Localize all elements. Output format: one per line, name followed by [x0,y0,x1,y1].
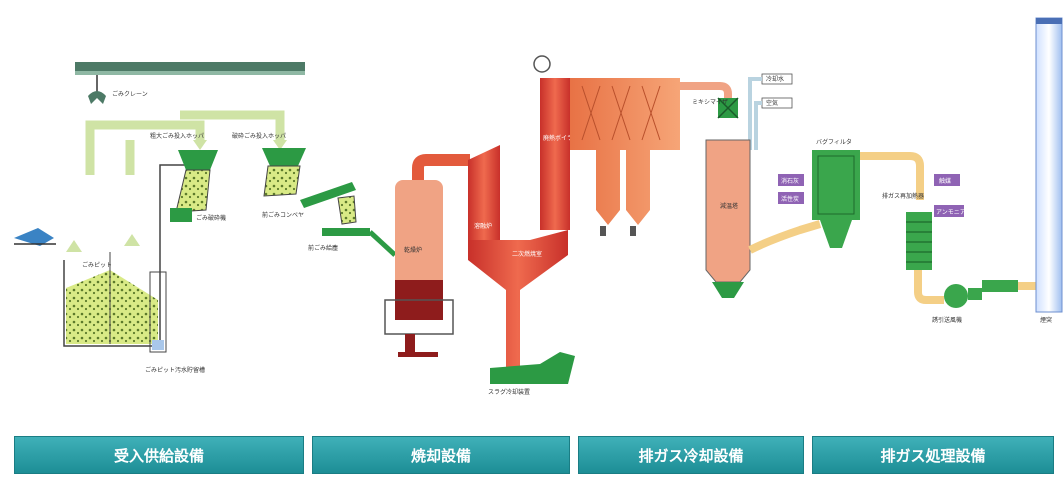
duct-to-fan [914,270,944,304]
feeder [322,228,370,236]
slag-label: スラグ冷却装置 [488,388,530,396]
tipping-arrow-icon [66,240,82,252]
crane-label: ごみクレーン [112,90,148,98]
feeder-chute [337,195,357,225]
dryer-duct [412,154,470,180]
cooling-label: 減温塔 [720,202,738,210]
induced-fan-icon [944,284,982,308]
duct-to-heater [860,152,924,200]
slaked-lime-label: 消石灰 [781,177,799,185]
stack [1035,17,1063,313]
crane-rail [75,62,305,75]
fine-chute [263,165,301,197]
melting-furnace [468,145,568,370]
supply-lines [748,77,762,150]
gauge-icon [533,55,551,73]
catalyst-box [934,174,960,186]
catalyst-label: 触媒 [939,177,951,185]
mixer-icon [717,97,739,119]
hopper-fine-label: 破砕ごみ投入ホッパ [232,132,286,140]
hopper-coarse-label: 粗大ごみ投入ホッパ [150,132,204,140]
boiler-label: 廃熱ボイラ [543,134,573,142]
section-bar: 受入供給設備 焼却設備 排ガス冷却設備 排ガス処理設備 [14,436,1054,474]
conveyor-label: 前ごみコンベヤ [262,211,304,219]
ammonia-label: アンモニア [936,209,966,216]
feed-pipe [368,230,397,257]
slaked-lime-box [778,174,804,186]
secondary-label: 二次燃焼室 [512,250,542,258]
slag-conveyor [490,352,575,384]
dryer-label: 乾燥炉 [404,246,422,254]
melting-label: 溶融炉 [474,222,492,230]
pit-water-label: ごみピット汚水貯留槽 [145,366,205,374]
mixer-label: ミキシマイザ [692,99,728,106]
pit-water-icon [152,340,164,350]
garbage-truck-icon [14,228,56,246]
feed-arrows [85,110,285,175]
coarse-crusher [170,208,192,222]
boiler-riser [540,78,570,230]
crusher-label: ごみ破砕機 [196,214,226,222]
bag-filter [812,150,860,248]
coarse-hopper [178,150,218,170]
section-receiving: 受入供給設備 [14,436,304,474]
feeder-label: 前ごみ給塵 [308,244,338,252]
fan-label: 誘引送風機 [932,316,962,324]
duct-to-bagfilter [748,220,822,254]
section-gas-cooling: 排ガス冷却設備 [578,436,804,474]
economizer [570,78,680,236]
activated-carbon-box [778,192,804,204]
air-box-label: 空気 [766,99,778,107]
activated-carbon-label: 活性炭 [781,195,799,203]
section-gas-treatment: 排ガス処理設備 [812,436,1054,474]
fine-hopper [262,148,306,166]
ammonia-box [934,205,964,217]
coarse-chute [175,169,211,213]
bag-filter-label: バグフィルタ [816,138,852,146]
section-incineration: 焼却設備 [312,436,570,474]
boiler-outlet-duct [680,82,732,104]
heat-exchanger [906,212,932,270]
silencer [982,280,1018,292]
pit-label: ごみピット [82,261,112,269]
garbage-pit [63,164,205,347]
conveyor [300,182,356,208]
heater-label: 排ガス再加熱器 [882,192,924,200]
crane-grab-icon [88,75,106,104]
cooling-tower [705,139,751,298]
dryer-furnace [384,180,454,357]
pit-water-tank [149,271,167,353]
water-supply-label: 冷却水 [766,75,784,83]
tipping-arrow-icon-2 [124,234,140,246]
process-flow-diagram: ごみクレーン 粗大ごみ投入ホッパ 破砕ごみ投入ホッパ ごみピット ごみピット汚水… [14,17,1063,396]
stack-label: 煙突 [1040,316,1052,324]
